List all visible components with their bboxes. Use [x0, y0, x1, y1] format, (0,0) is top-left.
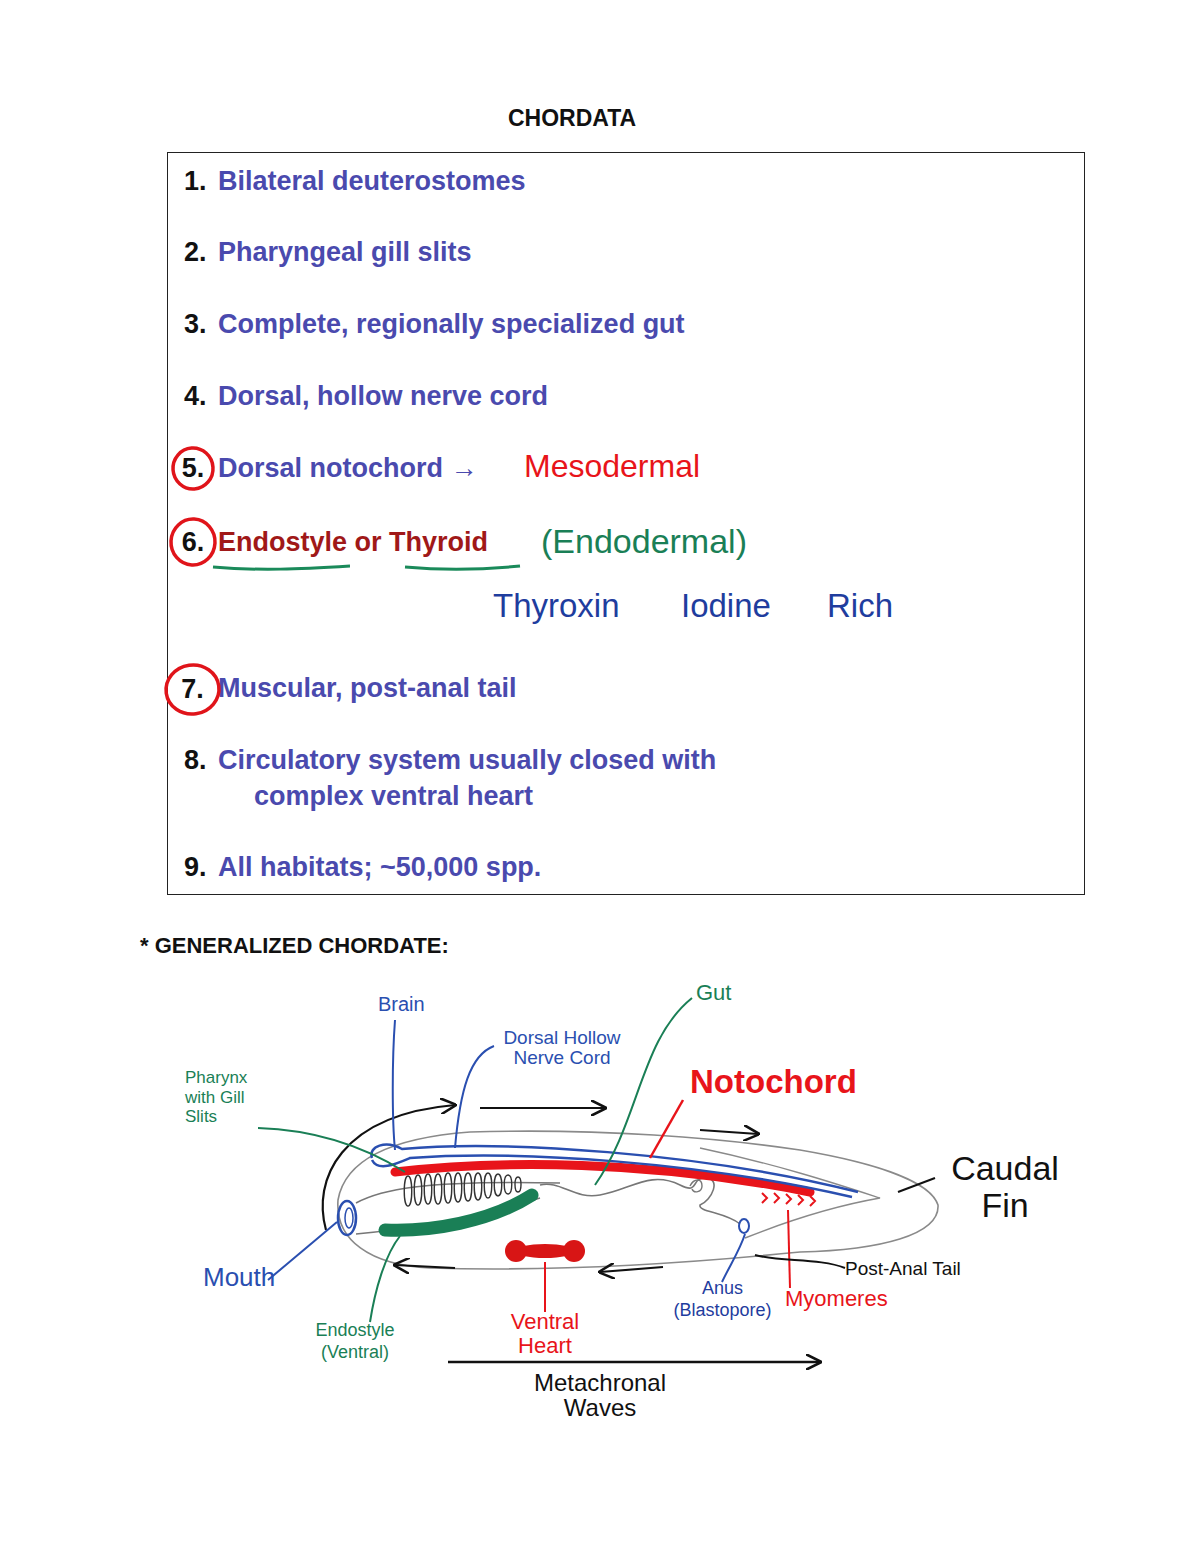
- item-number: 3.: [184, 308, 207, 340]
- myomere-chevrons: [762, 1193, 815, 1206]
- underline: [405, 566, 520, 569]
- gut-tube: [540, 1178, 740, 1224]
- leader-line: [722, 1234, 745, 1282]
- leader-line: [455, 1046, 494, 1148]
- handwritten-note: Iodine: [681, 586, 771, 626]
- item-number: 6.: [182, 529, 205, 556]
- mouth-opening: [345, 1208, 353, 1228]
- trait-text: Bilateral deuterostomes: [218, 165, 526, 197]
- trait-text: Dorsal notochord →: [218, 452, 478, 484]
- underline: [213, 566, 350, 569]
- flow-arrow: [700, 1130, 758, 1134]
- trait-text: Muscular, post-anal tail: [218, 672, 517, 704]
- flow-arrow: [600, 1267, 663, 1272]
- wave-arrow: [448, 1361, 820, 1363]
- leader-line: [370, 1236, 400, 1322]
- heart-shape: [563, 1240, 585, 1262]
- page-title: CHORDATA: [372, 105, 772, 133]
- item-number: 8.: [184, 744, 207, 776]
- flow-arrow: [480, 1107, 605, 1109]
- section-heading: * GENERALIZED CHORDATE:: [140, 933, 449, 959]
- circle-outline: [163, 662, 222, 718]
- circle-outline: [172, 447, 215, 491]
- part-label: Gut: [696, 980, 731, 1006]
- circled-number: 6.: [169, 517, 217, 567]
- gill-slits: [404, 1173, 521, 1206]
- handwritten-note: Rich: [827, 586, 893, 626]
- part-label: Notochord: [690, 1062, 857, 1102]
- flow-arrow: [395, 1265, 455, 1268]
- part-label: Post-Anal Tail: [845, 1258, 961, 1281]
- tail-bracket: [755, 1255, 845, 1268]
- body-outline: [338, 1131, 938, 1269]
- handwritten-note: Mesodermal: [524, 447, 700, 485]
- circle-outline: [170, 518, 216, 566]
- trait-list-box: 1. Bilateral deuterostomes 2. Pharyngeal gi…: [167, 152, 1085, 895]
- trait-text: Complete, regionally specialized gut: [218, 308, 685, 340]
- trait-text: Dorsal, hollow nerve cord: [218, 380, 548, 412]
- item-number: 1.: [184, 165, 207, 197]
- trait-text: Circulatory system usually closed with c…: [218, 742, 734, 814]
- trait-text: Endostyle or Thyroid: [218, 526, 488, 558]
- leader-line: [393, 1020, 395, 1150]
- leader-line: [268, 1222, 337, 1280]
- part-label: Dorsal Hollow Nerve Cord: [492, 1028, 632, 1068]
- endostyle-band: [385, 1195, 532, 1230]
- item-number: 7.: [181, 676, 204, 703]
- anus-opening: [739, 1219, 749, 1233]
- item-number: 9.: [184, 851, 207, 883]
- circled-number: 5.: [171, 446, 215, 491]
- part-label: Endostyle (Ventral): [305, 1320, 405, 1363]
- flow-arrow: [323, 1105, 455, 1230]
- leader-line: [898, 1178, 935, 1192]
- leader-line: [595, 998, 692, 1185]
- annotation: Metachronal Waves: [500, 1370, 700, 1420]
- leader-line: [258, 1128, 405, 1172]
- heart-shape: [505, 1240, 527, 1262]
- item-number: 4.: [184, 380, 207, 412]
- trait-text: All habitats; ~50,000 spp.: [218, 851, 541, 883]
- part-label: Caudal Fin: [935, 1150, 1075, 1225]
- part-label: Myomeres: [785, 1286, 888, 1312]
- gut-loop: [690, 1180, 702, 1192]
- leader-line: [650, 1100, 683, 1158]
- leader-line: [544, 1262, 546, 1312]
- handwritten-note: Thyroxin: [493, 586, 620, 626]
- handwritten-note: (Endodermal): [541, 521, 747, 562]
- circled-number: 7.: [164, 663, 221, 716]
- leader-line: [788, 1210, 790, 1288]
- mouth-opening: [338, 1201, 356, 1235]
- item-number: 5.: [182, 455, 205, 482]
- part-label: Anus (Blastopore): [660, 1278, 785, 1321]
- nerve-cord: [372, 1156, 852, 1197]
- part-label: Ventral Heart: [490, 1310, 600, 1358]
- item-number: 2.: [184, 236, 207, 268]
- trait-text: Pharyngeal gill slits: [218, 236, 472, 268]
- part-label: Brain: [378, 992, 425, 1016]
- part-label: Pharynx with Gill Slits: [185, 1068, 265, 1127]
- fin-boundary: [700, 1148, 880, 1238]
- part-label: Mouth: [203, 1262, 275, 1293]
